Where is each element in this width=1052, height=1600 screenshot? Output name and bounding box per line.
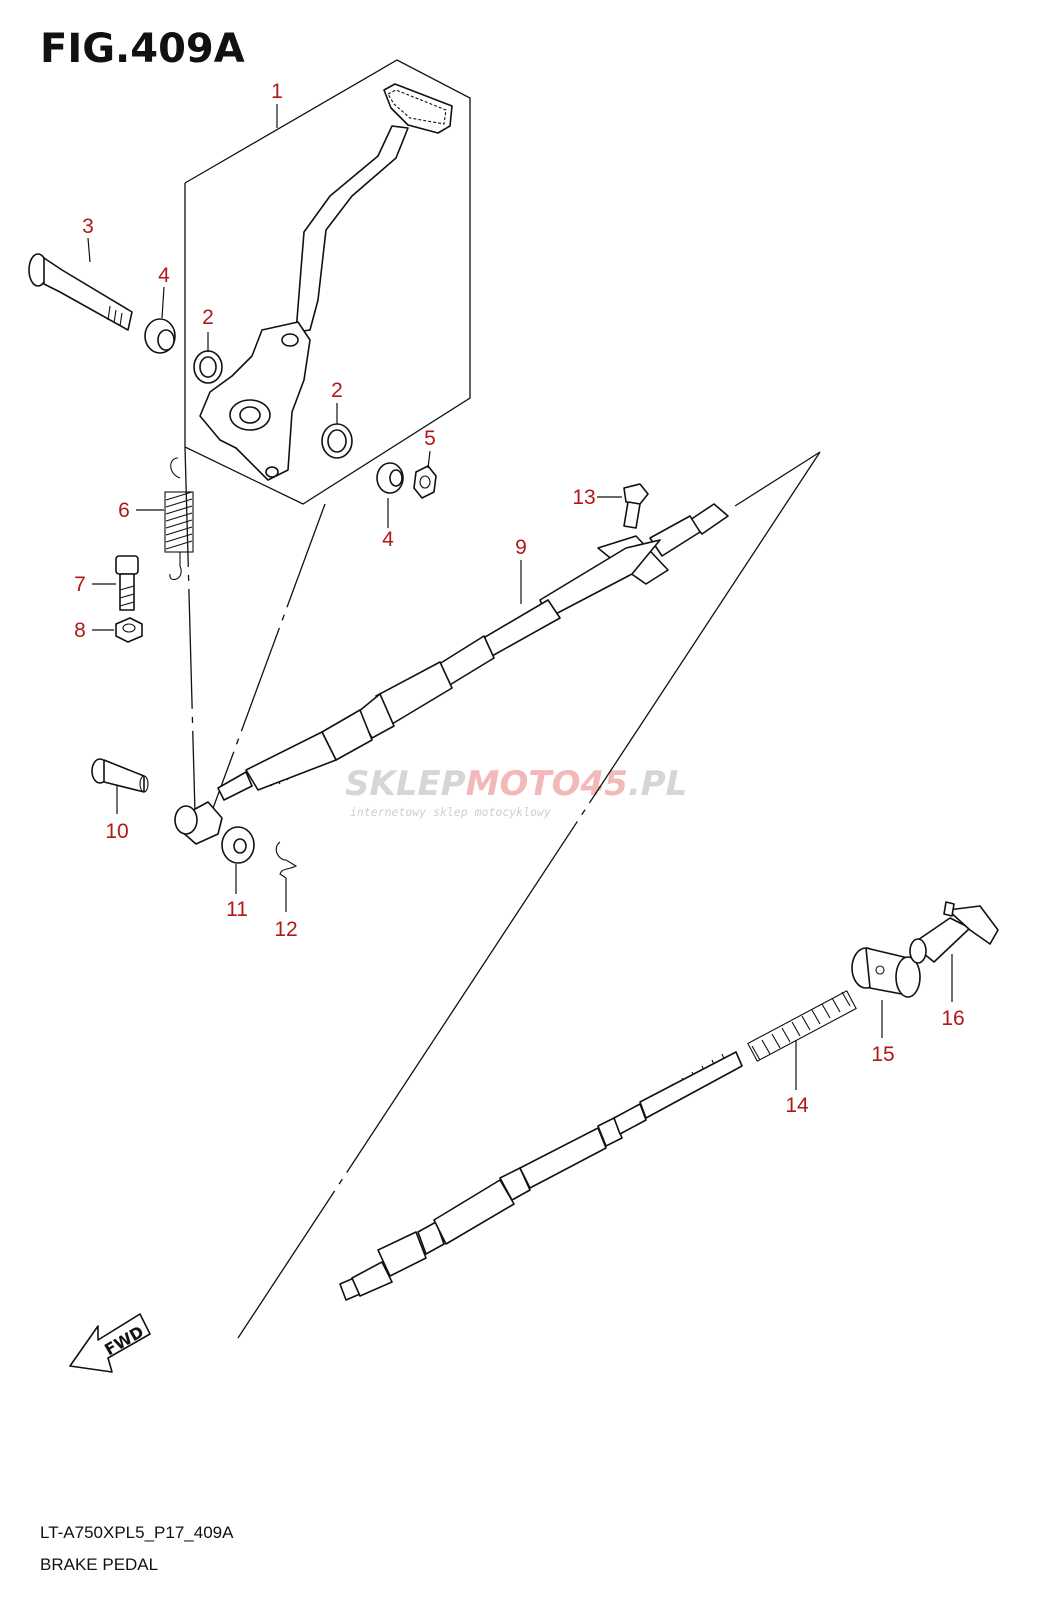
watermark: SKLEPMOTO45.PL internetowy sklep motocyk…	[345, 764, 687, 819]
brake-pedal	[199, 83, 453, 481]
callout-15: 15	[871, 1043, 894, 1066]
callout-4: 4	[382, 528, 394, 551]
watermark-part-a: SKLEP	[345, 764, 466, 804]
watermark-tagline: internetowy sklep motocyklowy	[350, 805, 551, 819]
stopper-bolt	[115, 555, 139, 611]
callout-6: 6	[118, 499, 130, 522]
return-spring	[164, 457, 194, 581]
bushing-lower	[376, 462, 404, 494]
watermark-part-c: 45	[580, 764, 628, 804]
callout-7: 7	[74, 573, 86, 596]
washer	[221, 826, 255, 864]
callout-14: 14	[785, 1094, 809, 1117]
watermark-part-d: .PL	[628, 764, 688, 804]
cable-group-outline	[237, 451, 821, 1339]
bushing-upper	[144, 318, 176, 354]
cable-joint	[851, 947, 921, 998]
cable-end	[909, 901, 999, 964]
callout-9: 9	[515, 536, 527, 559]
diagram-caption: BRAKE PEDAL	[40, 1555, 158, 1574]
callout-10: 10	[105, 820, 128, 843]
pedal-seal-upper	[193, 350, 223, 384]
callout-12: 12	[274, 918, 297, 941]
leader-lines	[87, 104, 953, 1090]
callout-2: 2	[331, 379, 343, 402]
pedal-seal-lower	[321, 423, 353, 459]
diagram-code: LT-A750XPL5_P17_409A	[40, 1523, 234, 1542]
clevis-pin	[91, 758, 149, 793]
callout-11: 11	[226, 898, 248, 921]
callout-13: 13	[572, 486, 595, 509]
watermark-part-b: MOTO	[466, 764, 581, 804]
cotter-pin	[275, 841, 298, 879]
callout-3: 3	[82, 215, 94, 238]
rear-brake-cable	[339, 990, 857, 1301]
callout-2: 2	[202, 306, 214, 329]
front-brake-cable	[174, 503, 729, 845]
stopper-nut	[115, 617, 143, 643]
callout-4: 4	[158, 264, 170, 287]
pivot-bolt	[28, 253, 133, 331]
figure-title: FIG.409A	[40, 26, 245, 72]
callout-8: 8	[74, 619, 86, 642]
forward-direction-marker: FWD	[69, 1313, 151, 1373]
callout-labels: 1 2 2 3 4 4 5 6 7 8 9 10 11 12 13 14 15 …	[74, 80, 965, 1117]
pedal-nut	[413, 465, 437, 499]
svg-text:SKLEPMOTO45.PL: SKLEPMOTO45.PL	[345, 764, 687, 804]
cable-bracket-bolt	[623, 483, 649, 529]
callout-16: 16	[941, 1007, 964, 1030]
callout-1: 1	[271, 80, 283, 103]
callout-5: 5	[424, 427, 436, 450]
